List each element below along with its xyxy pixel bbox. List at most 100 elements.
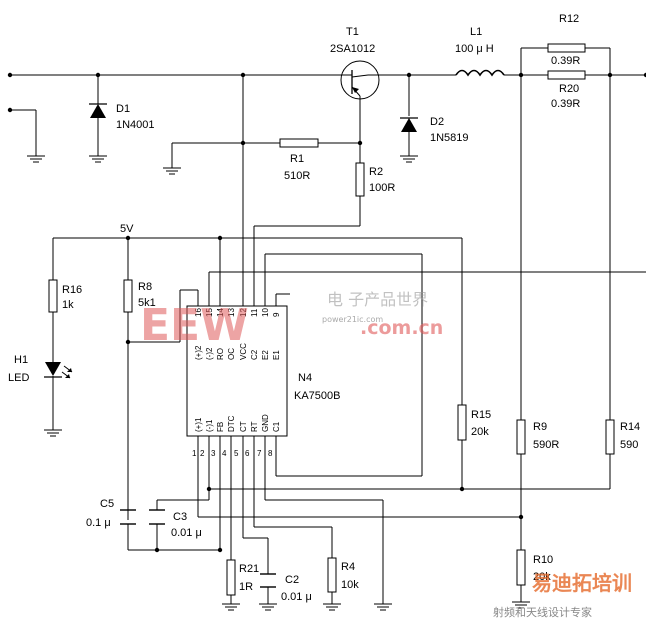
n4-ref: N4 bbox=[298, 372, 312, 384]
ic-pin-13-name: OC bbox=[227, 348, 236, 360]
r9-ref: R9 bbox=[533, 421, 547, 433]
capacitor-symbols bbox=[120, 509, 276, 588]
r14-ref: R14 bbox=[620, 421, 640, 433]
c2-value: 0.01 μ bbox=[281, 591, 312, 603]
ic-pin-12-num: 12 bbox=[239, 308, 248, 317]
c5-ref: C5 bbox=[100, 498, 114, 510]
watermark-corner-top: 易迪拓培训 bbox=[532, 571, 632, 595]
wires bbox=[10, 47, 646, 604]
r10-body bbox=[516, 549, 526, 586]
ic-pin-3-name: FB bbox=[216, 422, 225, 432]
ic-top-pins: 16 15 14 13 12 11 10 9 (+)2 (-)2 RO OC V… bbox=[194, 308, 281, 360]
r15-body bbox=[457, 404, 467, 441]
ic-pin-16-name: (+)2 bbox=[194, 345, 203, 360]
r10-ref: R10 bbox=[533, 554, 553, 566]
c5-value: 0.1 μ bbox=[86, 517, 111, 529]
watermark-eew: EEW 电 子产品世界 .com.cn power21ic.com bbox=[140, 290, 443, 351]
r8-body bbox=[123, 279, 133, 313]
resistor-symbols bbox=[48, 43, 615, 596]
watermark-eew-cn: 电 子产品世界 bbox=[327, 290, 428, 309]
r4-value: 10k bbox=[341, 579, 359, 591]
ic-pin-6-name: RT bbox=[250, 421, 259, 432]
r21-body bbox=[226, 559, 236, 596]
l1-ref: L1 bbox=[470, 26, 482, 38]
ic-pin-14-name: RO bbox=[216, 348, 225, 360]
ic-pin-4-name: DTC bbox=[227, 415, 236, 432]
ic-pin-2-name: (-)1 bbox=[205, 419, 214, 432]
r16-ref: R16 bbox=[62, 284, 82, 296]
r14-body bbox=[605, 419, 615, 455]
ic-pin-3-num: 3 bbox=[211, 449, 216, 458]
r12-ref: R12 bbox=[559, 13, 579, 25]
r2-ref: R2 bbox=[369, 166, 383, 178]
ground-symbols bbox=[27, 155, 530, 611]
r20-body bbox=[547, 70, 586, 80]
ic-pin-4-num: 4 bbox=[222, 449, 227, 458]
watermark-corner: 易迪拓培训 射频和天线设计专家 bbox=[493, 571, 632, 619]
ic-pin-8-name: C1 bbox=[272, 421, 281, 432]
ic-pin-15-name: (-)2 bbox=[205, 347, 214, 360]
r2-body bbox=[355, 162, 365, 197]
r1-ref: R1 bbox=[290, 153, 304, 165]
net-5v-label: 5V bbox=[120, 223, 134, 235]
component-labels: T1 2SA1012 L1 100 μ H R12 0.39R R20 0.39… bbox=[8, 13, 640, 603]
r8-value: 5k1 bbox=[138, 297, 156, 309]
inductor-l1 bbox=[455, 69, 505, 77]
ic-pin-9-num: 9 bbox=[272, 312, 281, 317]
ic-n4 bbox=[186, 305, 288, 437]
ic-pin-2-num: 2 bbox=[200, 449, 205, 458]
transistor-t1 bbox=[340, 60, 380, 100]
r15-ref: R15 bbox=[471, 409, 491, 421]
r9-body bbox=[516, 419, 526, 455]
ic-pin-11-name: C2 bbox=[250, 349, 259, 360]
r2-value: 100R bbox=[369, 182, 395, 194]
d1-ref: D1 bbox=[116, 103, 130, 115]
r4-body bbox=[327, 557, 337, 593]
r10-value: 20k bbox=[533, 571, 551, 583]
ic-pin-15-num: 15 bbox=[205, 308, 214, 317]
d2-ref: D2 bbox=[430, 116, 444, 128]
r16-body bbox=[48, 279, 58, 313]
ic-pin-6-num: 6 bbox=[245, 449, 250, 458]
ic-pin-7-num: 7 bbox=[257, 449, 262, 458]
ic-pin-5-name: CT bbox=[239, 421, 248, 432]
t1-ref: T1 bbox=[346, 26, 359, 38]
diode-d1 bbox=[89, 103, 107, 118]
junction-dots bbox=[7, 72, 646, 553]
ic-pin-11-num: 11 bbox=[250, 308, 259, 317]
ic-pin-14-num: 14 bbox=[216, 308, 225, 317]
r20-value: 0.39R bbox=[551, 98, 580, 110]
r21-ref: R21 bbox=[239, 563, 259, 575]
r12-value: 0.39R bbox=[551, 55, 580, 67]
watermark-eew-logo: EEW bbox=[140, 300, 249, 351]
ic-pin-10-name: E2 bbox=[261, 350, 270, 360]
d1-value: 1N4001 bbox=[116, 119, 155, 131]
r21-value: 1R bbox=[239, 581, 253, 593]
c3-value: 0.01 μ bbox=[171, 527, 202, 539]
l1-value: 100 μ H bbox=[455, 43, 494, 55]
r12-body bbox=[547, 43, 586, 53]
r4-ref: R4 bbox=[341, 561, 355, 573]
r16-value: 1k bbox=[62, 299, 74, 311]
watermark-eew-com: .com.cn bbox=[360, 317, 443, 339]
c3-ref: C3 bbox=[173, 511, 187, 523]
ic-pin-7-name: GND bbox=[261, 414, 270, 432]
r9-value: 590R bbox=[533, 439, 559, 451]
watermark-eew-small: power21ic.com bbox=[322, 315, 383, 324]
ic-pin-1-num: 1 bbox=[192, 449, 197, 458]
led-h1 bbox=[44, 362, 73, 384]
r1-body bbox=[279, 138, 319, 148]
t1-value: 2SA1012 bbox=[330, 43, 375, 55]
ic-pin-12-name: VCC bbox=[239, 343, 248, 360]
r8-ref: R8 bbox=[138, 281, 152, 293]
ic-pin-8-num: 8 bbox=[268, 449, 273, 458]
r14-value: 590 bbox=[620, 439, 638, 451]
d2-value: 1N5819 bbox=[430, 132, 469, 144]
ic-pin-9-name: E1 bbox=[272, 350, 281, 360]
r1-value: 510R bbox=[284, 170, 310, 182]
r15-value: 20k bbox=[471, 426, 489, 438]
ic-pin-10-num: 10 bbox=[261, 308, 270, 317]
h1-ref: H1 bbox=[14, 354, 28, 366]
